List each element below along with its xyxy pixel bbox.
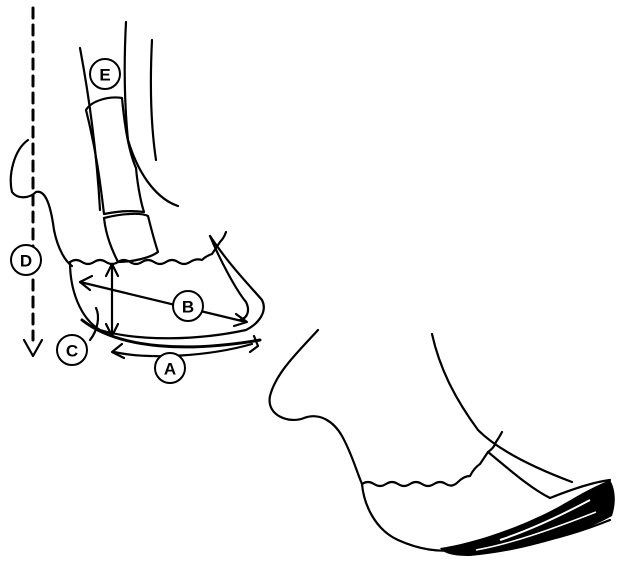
side-leg-front [432,334,572,482]
bone-segment-e [86,98,144,215]
label-c-text: C [66,342,78,361]
side-hoof-drawing [270,330,615,556]
label-e-text: E [99,66,110,85]
label-a: A [155,353,185,383]
label-c: C [57,335,87,365]
label-b: B [173,291,203,321]
side-coronet-band [362,432,502,486]
side-hoof-wall [362,484,454,551]
bone-lower [104,214,158,262]
measure-b-arrow [80,282,246,322]
label-d-text: D [20,252,32,271]
measure-a-arrowhead-left [112,344,124,358]
label-e: E [90,59,120,89]
label-d: D [11,245,41,275]
label-b-text: B [182,298,194,317]
side-hoof-toe-shading [440,480,615,556]
front-foot-drawing: E D B C A [11,8,264,383]
coronet-band [70,232,226,264]
reference-arrowhead [24,340,42,356]
leg-front-line-3 [151,40,156,160]
side-leg-back [270,330,362,484]
label-a-text: A [164,360,176,379]
